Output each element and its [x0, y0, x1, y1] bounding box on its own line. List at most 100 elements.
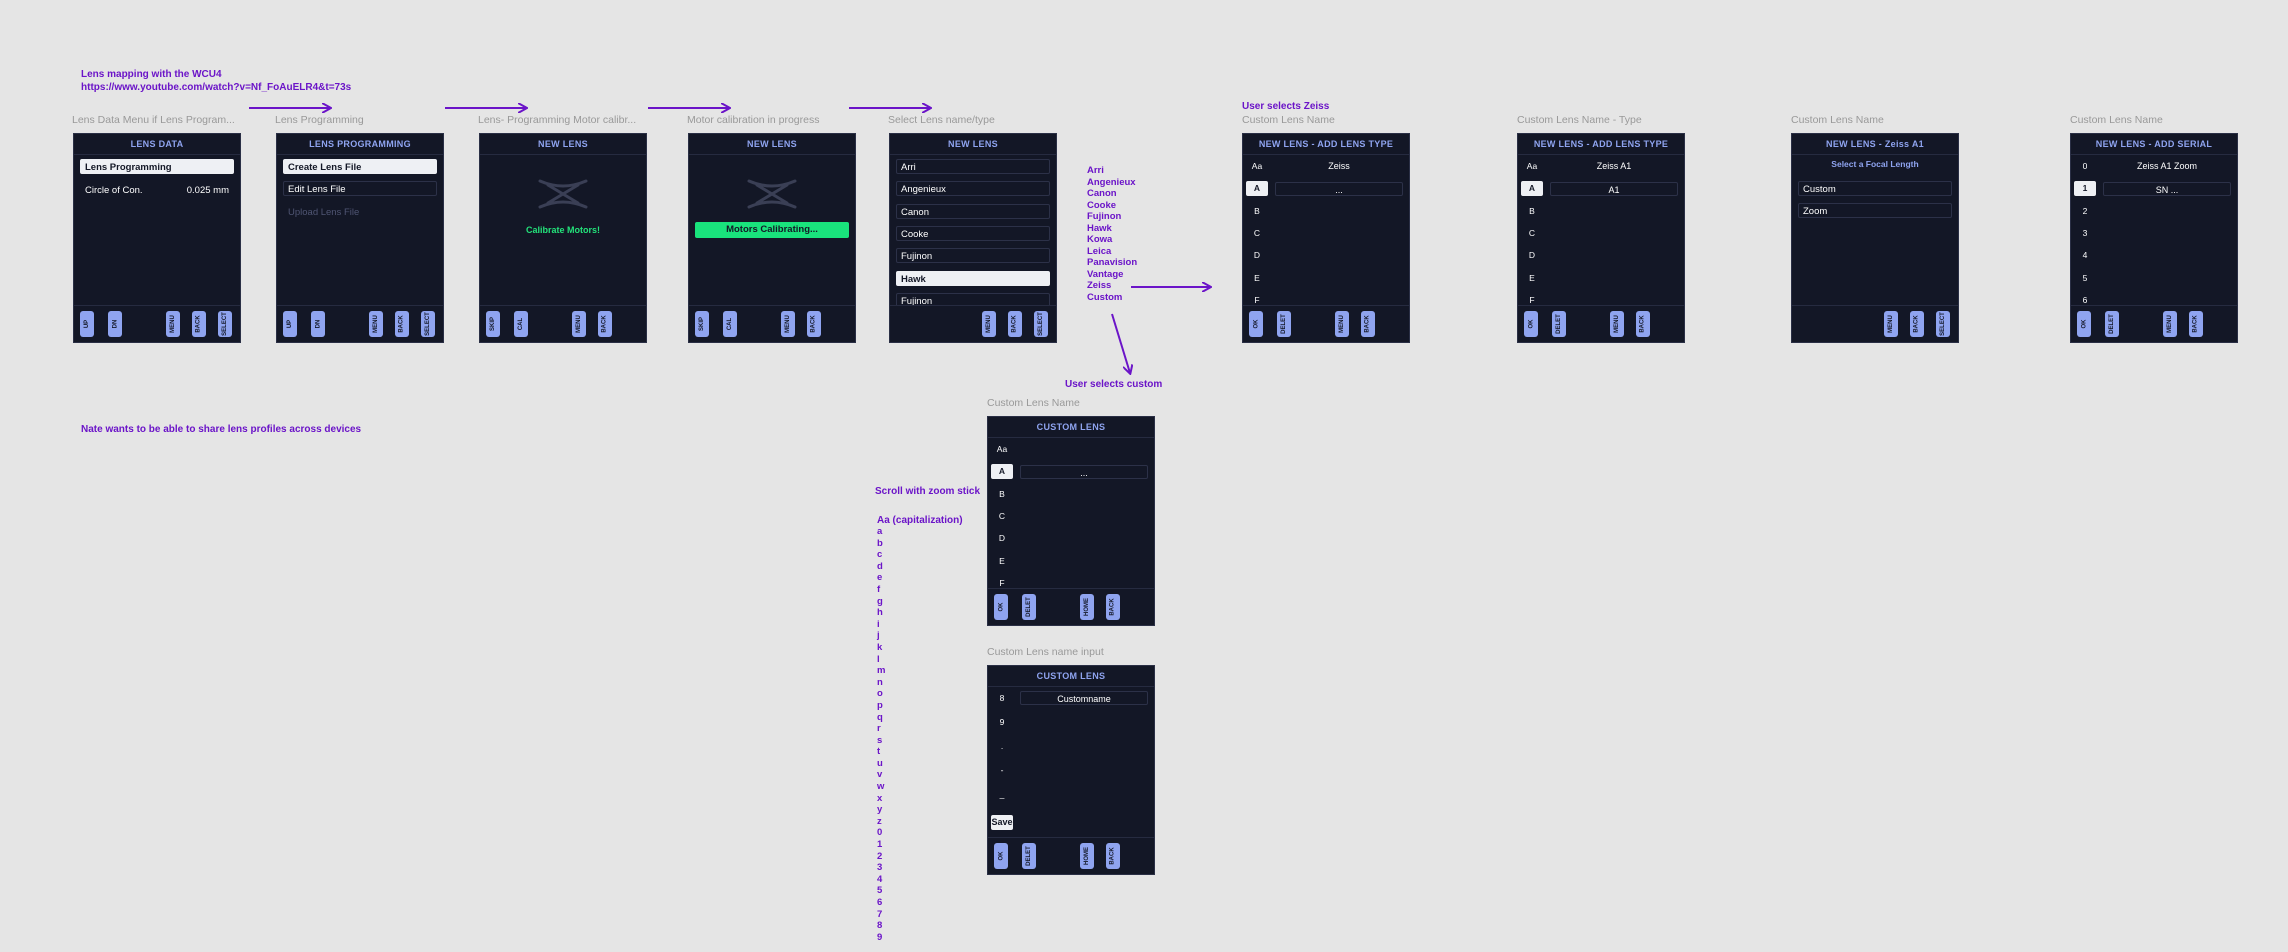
keyboard-key[interactable]: A: [1246, 181, 1268, 197]
softkey-menu-button[interactable]: MENU: [572, 311, 586, 337]
keyboard-key[interactable]: D: [998, 533, 1006, 544]
menu-item[interactable]: Cooke: [896, 225, 1050, 241]
keyboard-key[interactable]: A: [1521, 181, 1543, 197]
softkey-ok-button[interactable]: OK: [994, 594, 1008, 620]
softkey-cal-button[interactable]: CAL: [723, 311, 737, 337]
softkey-delet-button[interactable]: DELET: [1022, 843, 1036, 869]
keyboard-key[interactable]: Aa: [1251, 161, 1263, 171]
softkey-up-button[interactable]: UP: [283, 311, 297, 337]
keyboard-key[interactable]: Save: [991, 815, 1013, 830]
menu-item[interactable]: Custom: [1798, 181, 1952, 196]
menu-item[interactable]: Zoom: [1798, 203, 1952, 218]
keyboard-key[interactable]: 6: [2082, 294, 2088, 305]
softkey-ok-button[interactable]: OK: [994, 843, 1008, 869]
keyboard-key[interactable]: B: [1254, 205, 1260, 216]
keyboard-key[interactable]: C: [1253, 227, 1261, 238]
name-input-field[interactable]: SN ...: [2103, 182, 2231, 196]
softkey-delet-button[interactable]: DELET: [1277, 311, 1291, 337]
character-list-item: 9: [877, 931, 883, 943]
keyboard-key[interactable]: B: [1529, 205, 1535, 216]
keyboard-key[interactable]: F: [999, 577, 1005, 588]
keyboard-key[interactable]: D: [1253, 250, 1261, 261]
softkey-select-button[interactable]: SELECT: [1936, 311, 1950, 337]
softkey-select-button[interactable]: SELECT: [1034, 311, 1048, 337]
screen-title: NEW LENS: [689, 134, 855, 155]
keyboard-key[interactable]: E: [1529, 272, 1535, 283]
softkey-back-button[interactable]: BACK: [2189, 311, 2203, 337]
menu-item[interactable]: Hawk: [896, 270, 1050, 286]
softkey-back-button[interactable]: BACK: [1361, 311, 1375, 337]
softkey-menu-button[interactable]: MENU: [1610, 311, 1624, 337]
name-input-field[interactable]: ...: [1275, 182, 1403, 196]
softkey-menu-button[interactable]: MENU: [166, 311, 180, 337]
menu-item[interactable]: Fujinon: [896, 248, 1050, 264]
keyboard-key[interactable]: A: [991, 464, 1013, 480]
keyboard-key[interactable]: C: [1528, 227, 1536, 238]
menu-item[interactable]: Upload Lens File: [288, 206, 360, 218]
softkey-home-button[interactable]: HOME: [1080, 843, 1094, 869]
menu-item[interactable]: Angenieux: [896, 181, 1050, 197]
softkey-skip-button[interactable]: SKIP: [486, 311, 500, 337]
menu-item[interactable]: Fujinon: [896, 292, 1050, 306]
keyboard-key[interactable]: 1: [2074, 181, 2096, 197]
name-input-field[interactable]: Customname: [1020, 691, 1148, 705]
softkey-dn-button[interactable]: DN: [311, 311, 325, 337]
keyboard-key[interactable]: B: [999, 488, 1005, 499]
keyboard-key[interactable]: 0: [2082, 161, 2088, 171]
keyboard-key[interactable]: Aa: [996, 444, 1008, 454]
keyboard-key[interactable]: 8: [999, 693, 1005, 703]
softkey-delet-button[interactable]: DELET: [1022, 594, 1036, 620]
softkey-ok-button[interactable]: OK: [1249, 311, 1263, 337]
softkey-back-button[interactable]: BACK: [192, 311, 206, 337]
softkey-delet-button[interactable]: DELET: [1552, 311, 1566, 337]
keyboard-key[interactable]: C: [998, 510, 1006, 521]
keyboard-key[interactable]: -: [1000, 765, 1004, 775]
softkey-select-button[interactable]: SELECT: [218, 311, 232, 337]
note-link[interactable]: https://www.youtube.com/watch?v=Nf_FoAuE…: [81, 82, 352, 93]
keyboard-key[interactable]: E: [1254, 272, 1260, 283]
menu-item[interactable]: Edit Lens File: [283, 181, 437, 197]
menu-item[interactable]: Canon: [896, 203, 1050, 219]
softkey-menu-button[interactable]: MENU: [2163, 311, 2177, 337]
softkey-cal-button[interactable]: CAL: [514, 311, 528, 337]
keyboard-key[interactable]: E: [999, 555, 1005, 566]
softkey-back-button[interactable]: BACK: [1008, 311, 1022, 337]
softkey-back-button[interactable]: BACK: [807, 311, 821, 337]
softkey-ok-button[interactable]: OK: [1524, 311, 1538, 337]
softkey-up-button[interactable]: UP: [80, 311, 94, 337]
keyboard-key[interactable]: D: [1528, 250, 1536, 261]
softkey-ok-button[interactable]: OK: [2077, 311, 2091, 337]
keyboard-key[interactable]: 4: [2082, 250, 2088, 261]
keyboard-key[interactable]: .: [1000, 741, 1004, 751]
name-input-field[interactable]: ...: [1020, 465, 1148, 479]
keyboard-key[interactable]: Aa: [1526, 161, 1538, 171]
softkey-back-button[interactable]: BACK: [1636, 311, 1650, 337]
name-input-field[interactable]: A1: [1550, 182, 1678, 196]
softkey-back-button[interactable]: BACK: [395, 311, 409, 337]
keyboard-key[interactable]: F: [1254, 294, 1260, 305]
keyboard-key[interactable]: 5: [2082, 272, 2088, 283]
softkey-delet-button[interactable]: DELET: [2105, 311, 2119, 337]
softkey-skip-button[interactable]: SKIP: [695, 311, 709, 337]
menu-item[interactable]: Arri: [896, 159, 1050, 174]
softkey-menu-button[interactable]: MENU: [1884, 311, 1898, 337]
frame-label: Custom Lens Name: [2070, 114, 2163, 126]
softkey-back-button[interactable]: BACK: [598, 311, 612, 337]
softkey-menu-button[interactable]: MENU: [781, 311, 795, 337]
softkey-dn-button[interactable]: DN: [108, 311, 122, 337]
softkey-home-button[interactable]: HOME: [1080, 594, 1094, 620]
softkey-back-button[interactable]: BACK: [1910, 311, 1924, 337]
keyboard-key[interactable]: 2: [2082, 205, 2088, 216]
keyboard-key[interactable]: _: [999, 789, 1005, 799]
softkey-menu-button[interactable]: MENU: [1335, 311, 1349, 337]
softkey-menu-button[interactable]: MENU: [982, 311, 996, 337]
softkey-menu-button[interactable]: MENU: [369, 311, 383, 337]
keyboard-key[interactable]: F: [1529, 294, 1535, 305]
menu-item[interactable]: Lens Programming: [80, 159, 234, 174]
menu-item[interactable]: Create Lens File: [283, 159, 437, 174]
softkey-back-button[interactable]: BACK: [1106, 594, 1120, 620]
softkey-back-button[interactable]: BACK: [1106, 843, 1120, 869]
softkey-select-button[interactable]: SELECT: [421, 311, 435, 337]
keyboard-key[interactable]: 9: [999, 717, 1005, 727]
keyboard-key[interactable]: 3: [2082, 227, 2088, 238]
